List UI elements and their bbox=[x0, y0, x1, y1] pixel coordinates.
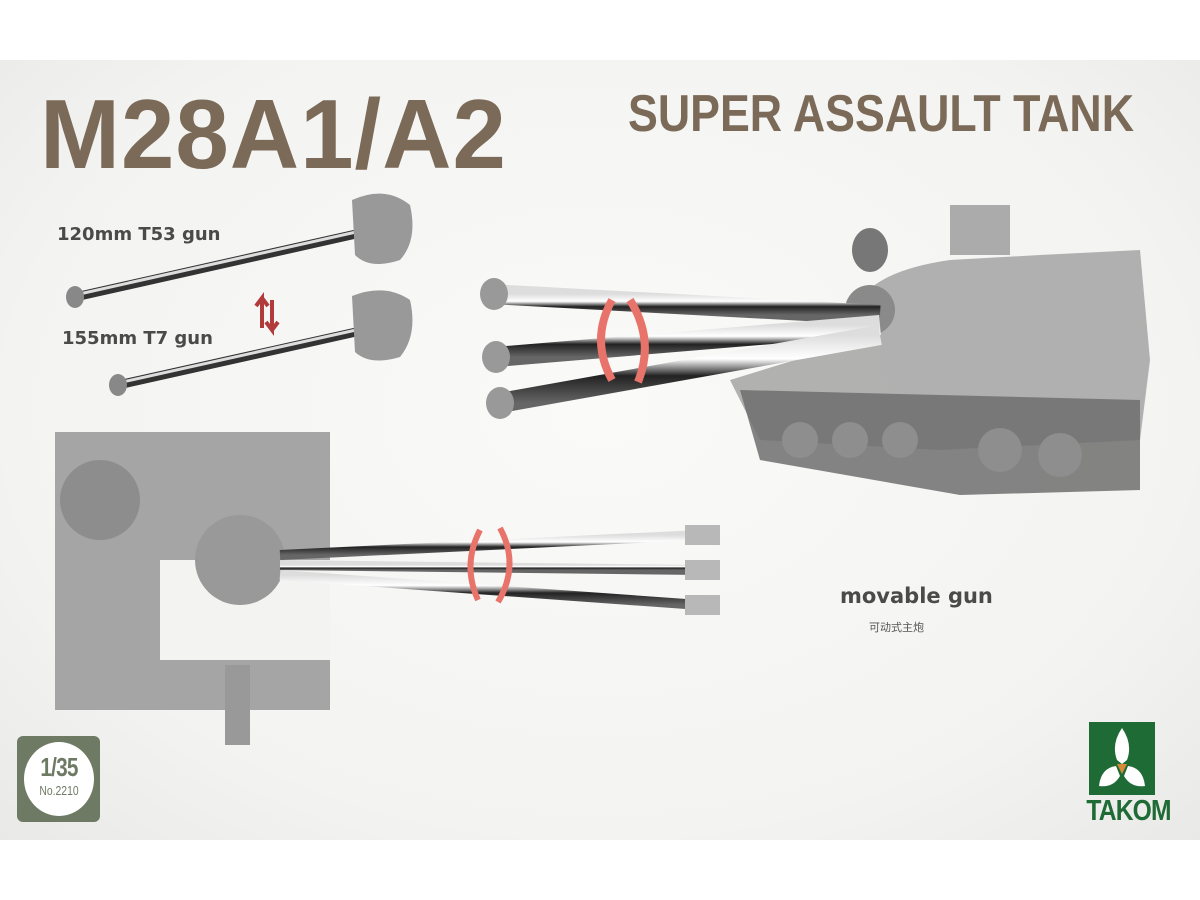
movable-gun-label: movable gun bbox=[840, 584, 993, 608]
gun-155mm-t7 bbox=[109, 290, 413, 396]
scale-circle: 1/35 No.2210 bbox=[24, 742, 94, 816]
takom-logo: TAKOM bbox=[1080, 722, 1172, 828]
tank-top-view bbox=[55, 432, 720, 745]
brand-name: TAKOM bbox=[1086, 795, 1171, 827]
gun-120mm-t53 bbox=[66, 193, 413, 308]
tank-side-view bbox=[480, 205, 1150, 495]
movable-gun-label-chinese: 可动式主炮 bbox=[869, 621, 924, 634]
kit-number: No.2210 bbox=[39, 783, 79, 798]
logo-emblem-icon bbox=[1089, 722, 1155, 795]
scale-badge: 1/35 No.2210 bbox=[17, 736, 100, 822]
product-title: M28A1/A2 bbox=[40, 79, 507, 189]
scale-value: 1/35 bbox=[40, 752, 78, 782]
gun-155-label: 155mm T7 gun bbox=[62, 328, 213, 349]
product-subtitle: SUPER ASSAULT TANK bbox=[628, 85, 1135, 143]
gun-120-label: 120mm T53 gun bbox=[57, 224, 221, 245]
swap-arrows-icon bbox=[254, 292, 280, 336]
